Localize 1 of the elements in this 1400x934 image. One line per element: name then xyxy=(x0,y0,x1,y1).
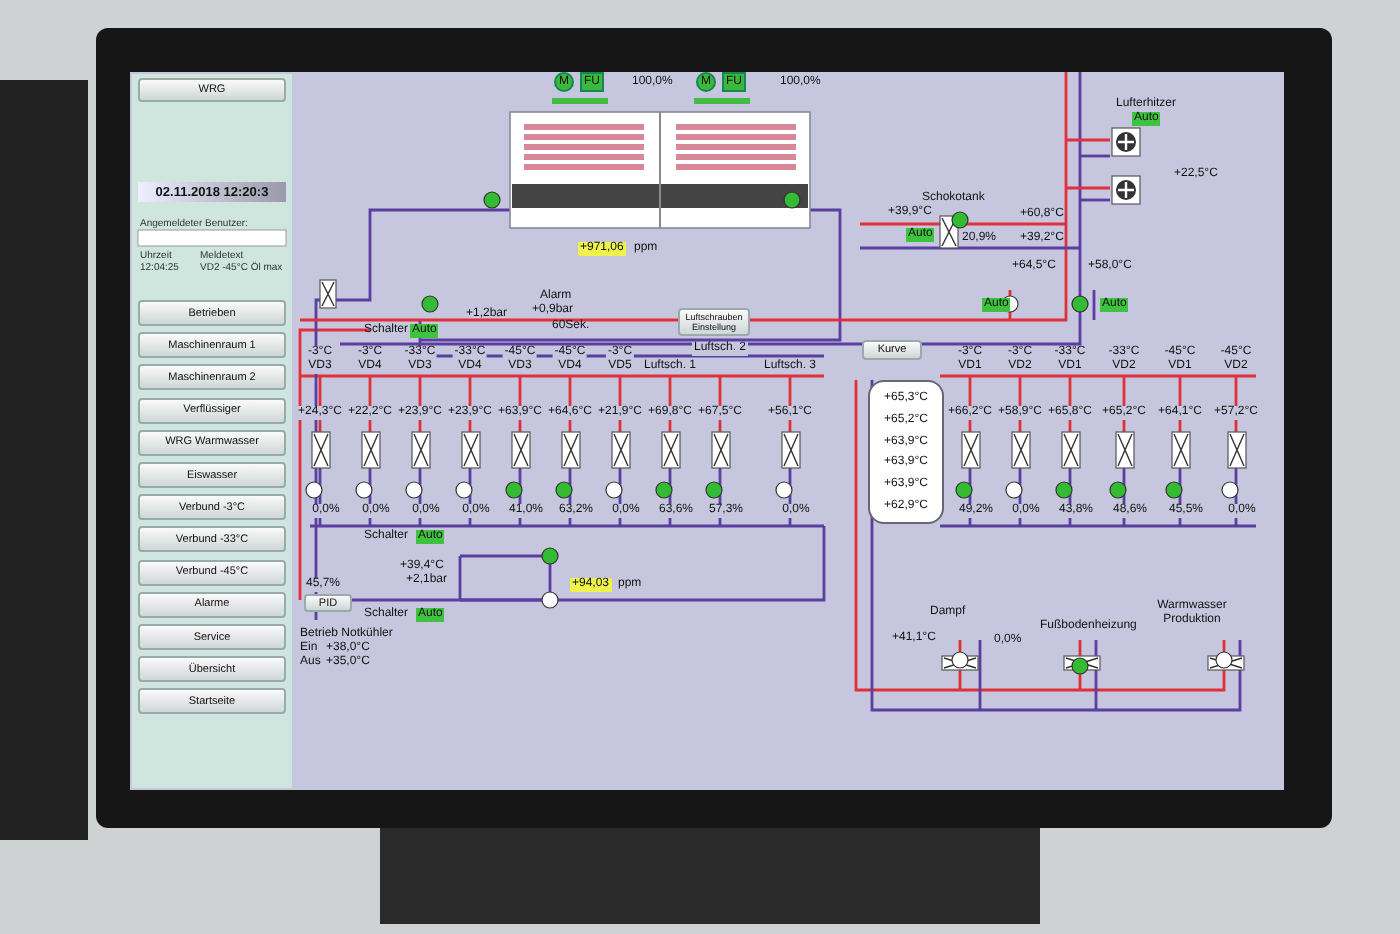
storage-tank xyxy=(868,380,944,524)
